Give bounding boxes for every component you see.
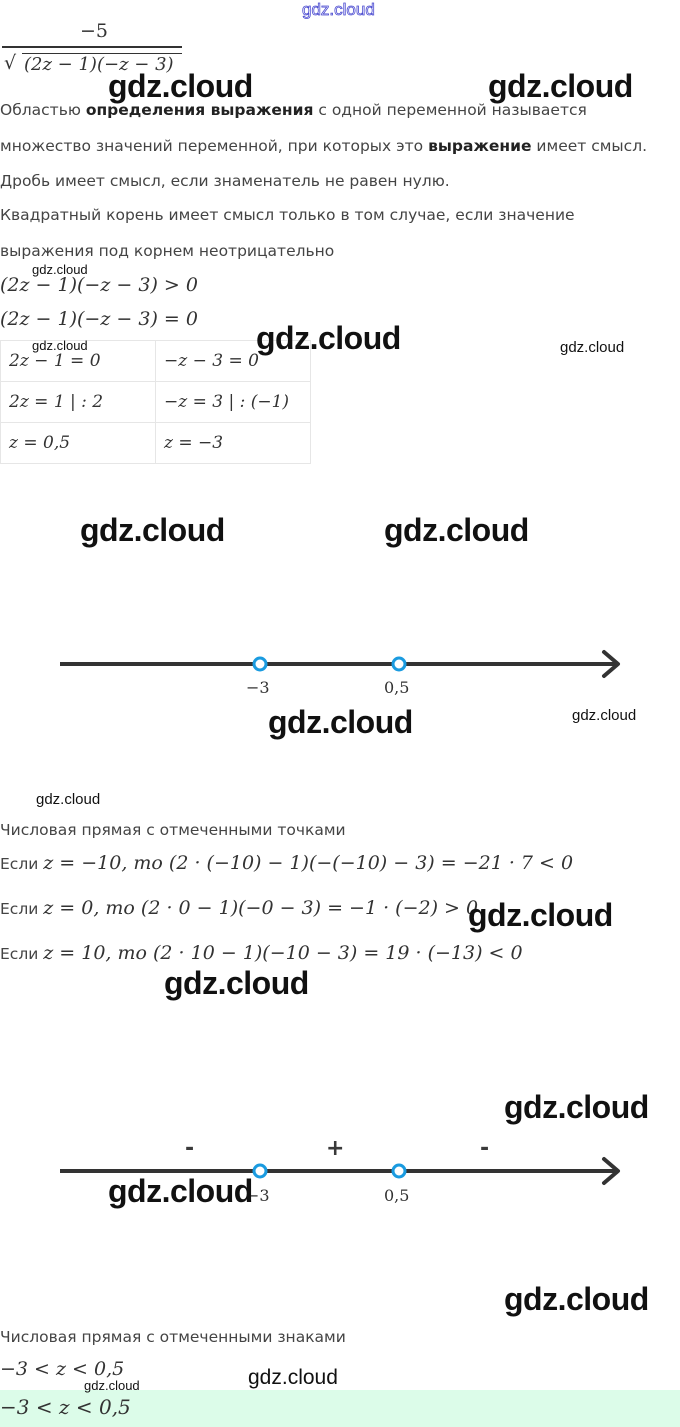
- check-line: Если z = 0, то (2 · 0 − 1)(−0 − 3) = −1 …: [0, 897, 479, 919]
- paragraph-line: Дробь имеет смысл, если знаменатель не р…: [0, 172, 450, 190]
- fraction-bar: [2, 46, 182, 48]
- point-0-5: [391, 1163, 407, 1179]
- sign-middle: +: [326, 1136, 345, 1161]
- arrow-icon: [602, 650, 620, 678]
- fraction-denominator: (2z − 1)(−z − 3): [24, 54, 174, 75]
- watermark: gdz.cloud: [302, 0, 376, 19]
- arrow-icon: [602, 1157, 620, 1185]
- check-line: Если z = 10, то (2 · 10 − 1)(−10 − 3) = …: [0, 942, 523, 964]
- watermark: gdz.cloud: [504, 1089, 649, 1125]
- watermark: gdz.cloud: [468, 897, 613, 933]
- watermark: gdz.cloud: [32, 338, 88, 353]
- watermark: gdz.cloud: [108, 1173, 253, 1209]
- result: −3 < z < 0,5: [0, 1358, 125, 1380]
- point-label: 0,5: [384, 1186, 410, 1205]
- watermark: gdz.cloud: [108, 68, 253, 104]
- table-cell: z = 0,5: [0, 422, 156, 464]
- check-line: Если z = −10, то (2 · (−10) − 1)(−(−10) …: [0, 852, 574, 874]
- fraction-numerator: −5: [80, 20, 109, 42]
- equation: (2z − 1)(−z − 3) = 0: [0, 308, 198, 330]
- solution-table: 2z − 1 = 0−z − 3 = 0 2z = 1 | : 2−z = 3 …: [0, 340, 311, 464]
- caption: Числовая прямая с отмеченными знаками: [0, 1328, 346, 1346]
- number-line-points: [60, 650, 620, 678]
- watermark: gdz.cloud: [560, 339, 625, 356]
- inequality: (2z − 1)(−z − 3) > 0: [0, 274, 198, 296]
- watermark: gdz.cloud: [256, 320, 401, 356]
- watermark: gdz.cloud: [384, 512, 529, 548]
- point-0-5: [391, 656, 407, 672]
- watermark: gdz.cloud: [84, 1378, 140, 1393]
- sqrt-bar: [22, 53, 182, 54]
- paragraph-line: множество значений переменной, при котор…: [0, 137, 648, 155]
- paragraph-line: выражения под корнем неотрицательно: [0, 242, 335, 260]
- caption: Числовая прямая с отмеченными точками: [0, 821, 346, 839]
- paragraph-line: Областью определения выражения с одной п…: [0, 101, 587, 119]
- watermark: gdz.cloud: [572, 707, 637, 724]
- watermark: gdz.cloud: [248, 1366, 338, 1389]
- point-label: −3: [246, 1186, 270, 1205]
- table-cell: 2z − 1 = 0: [0, 340, 156, 382]
- paragraph-line: Квадратный корень имеет смысл только в т…: [0, 206, 575, 224]
- sqrt-sign: √: [4, 52, 17, 74]
- point-minus-3: [252, 656, 268, 672]
- point-label: 0,5: [384, 678, 410, 697]
- table-cell: 2z = 1 | : 2: [0, 381, 156, 423]
- watermark: gdz.cloud: [488, 68, 633, 104]
- table-row: 2z = 1 | : 2−z = 3 | : (−1): [0, 381, 311, 423]
- watermark: gdz.cloud: [268, 704, 413, 740]
- watermark: gdz.cloud: [164, 965, 309, 1001]
- table-cell: −z = 3 | : (−1): [155, 381, 311, 423]
- table-cell: z = −3: [155, 422, 311, 464]
- point-label: −3: [246, 678, 270, 697]
- answer-row: [0, 1390, 680, 1427]
- watermark: gdz.cloud: [32, 262, 88, 277]
- number-line-signs: [60, 1157, 620, 1185]
- watermark: gdz.cloud: [80, 512, 225, 548]
- watermark: gdz.cloud: [504, 1281, 649, 1317]
- watermark: gdz.cloud: [36, 791, 101, 808]
- point-minus-3: [252, 1163, 268, 1179]
- answer: −3 < z < 0,5: [0, 1395, 131, 1419]
- sign-right: -: [480, 1136, 490, 1161]
- sign-left: -: [185, 1136, 195, 1161]
